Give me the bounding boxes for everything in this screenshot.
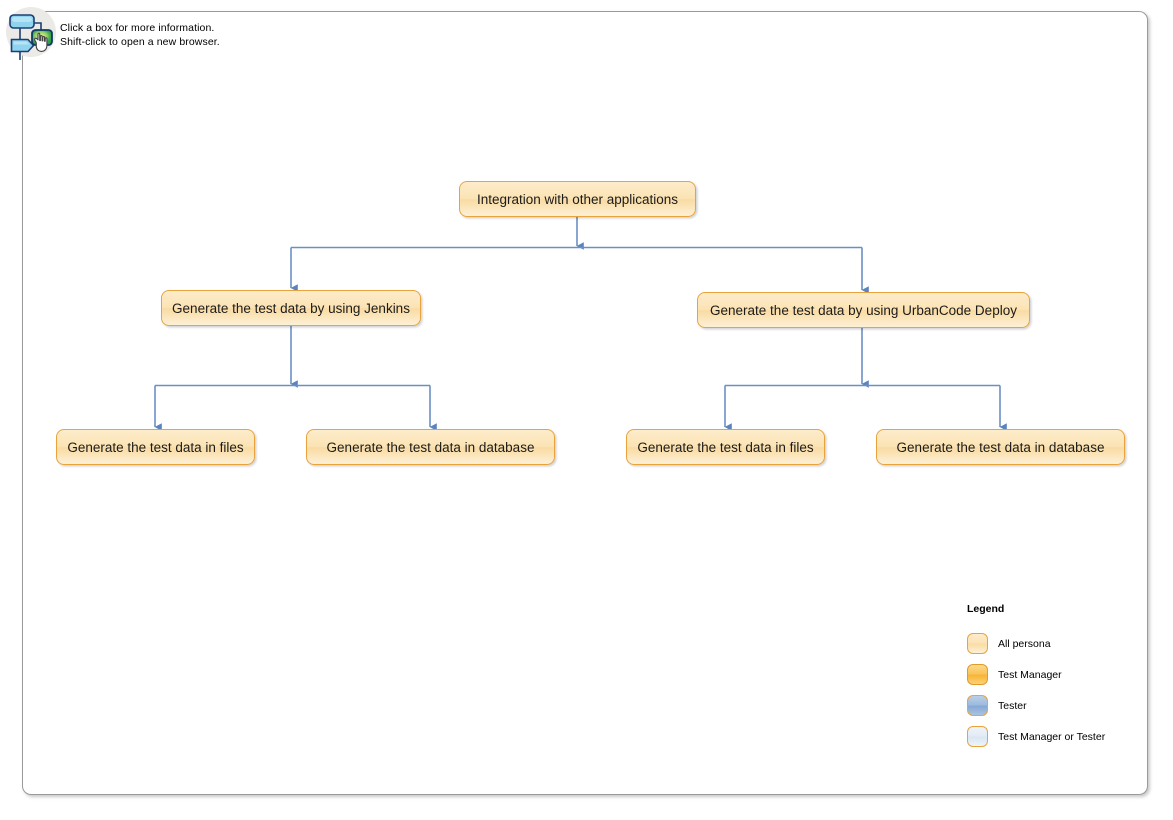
test-manager-swatch: [967, 664, 988, 685]
node-generate-test-data-urbancode-deploy[interactable]: Generate the test data by using UrbanCod…: [697, 292, 1030, 328]
legend-label: Test Manager or Tester: [998, 730, 1106, 743]
legend: Legend All persona Test Manager Tester T…: [967, 603, 1142, 752]
legend-item-tester: Tester: [967, 690, 1142, 721]
legend-item-all-persona: All persona: [967, 628, 1142, 659]
node-urbancode-generate-test-data-in-files[interactable]: Generate the test data in files: [626, 429, 825, 465]
diagram-panel: [22, 11, 1148, 795]
all-persona-swatch: [967, 633, 988, 654]
node-urbancode-generate-test-data-in-database[interactable]: Generate the test data in database: [876, 429, 1125, 465]
legend-label: Test Manager: [998, 668, 1062, 681]
node-integration-with-other-applications[interactable]: Integration with other applications: [459, 181, 696, 217]
node-generate-test-data-jenkins[interactable]: Generate the test data by using Jenkins: [161, 290, 421, 326]
hint-line-1: Click a box for more information.: [60, 22, 215, 34]
test-manager-or-tester-swatch: [967, 726, 988, 747]
legend-label: All persona: [998, 637, 1051, 650]
diagram-click-icon[interactable]: [4, 6, 58, 60]
tester-swatch: [967, 695, 988, 716]
hint-line-2: Shift-click to open a new browser.: [60, 36, 220, 48]
legend-title: Legend: [967, 603, 1005, 615]
node-jenkins-generate-test-data-in-files[interactable]: Generate the test data in files: [56, 429, 255, 465]
hint-text: Click a box for more information. Shift-…: [60, 21, 220, 49]
legend-item-test-manager: Test Manager: [967, 659, 1142, 690]
node-jenkins-generate-test-data-in-database[interactable]: Generate the test data in database: [306, 429, 555, 465]
legend-item-test-manager-or-tester: Test Manager or Tester: [967, 721, 1142, 752]
legend-label: Tester: [998, 699, 1027, 712]
